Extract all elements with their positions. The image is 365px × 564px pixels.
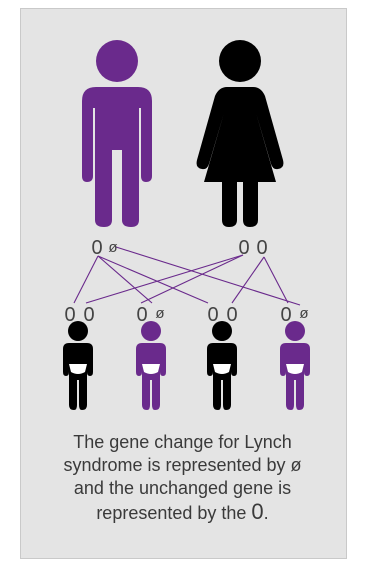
child-4-allele-1: 0 (280, 304, 291, 326)
child-2-allele-2: ø (155, 305, 164, 322)
father-allele-1: 0 (91, 237, 102, 259)
inheritance-line (85, 254, 244, 304)
mother-allele-2: 0 (256, 237, 267, 259)
baby-icon (63, 321, 93, 410)
child-3-allele-1: 0 (207, 304, 218, 326)
inheritance-line (73, 255, 99, 304)
inheritance-line (97, 255, 153, 304)
caption-line-4-prefix: represented by the (96, 503, 252, 523)
child-1-allele-2: 0 (83, 304, 94, 326)
inheritance-line (140, 254, 244, 304)
child-1-allele-1: 0 (64, 304, 75, 326)
father-alleles: 0 ø (91, 237, 117, 259)
child-3-alleles: 0 0 (207, 304, 237, 326)
father-allele-2: ø (108, 239, 117, 256)
child-1-alleles: 0 0 (64, 304, 94, 326)
caption-zero-symbol: 0 (251, 499, 264, 524)
man-icon (82, 40, 152, 227)
baby-icon (136, 321, 166, 410)
caption-line-4: represented by the 0. (40, 500, 325, 525)
inheritance-line (97, 255, 209, 304)
inheritance-line (115, 246, 301, 306)
caption-line-3: and the unchanged gene is (73, 478, 292, 498)
woman-icon (196, 40, 284, 227)
baby-icon (280, 321, 310, 410)
inheritance-line (263, 256, 289, 304)
caption-line-4-suffix: . (263, 503, 269, 523)
caption-line-2: syndrome is represented by ø (63, 455, 302, 475)
inheritance-line (231, 256, 265, 304)
caption-line-1: The gene change for Lynch (73, 432, 292, 452)
child-2-alleles: 0 ø (136, 304, 164, 326)
baby-icon (207, 321, 237, 410)
child-2-allele-1: 0 (136, 304, 147, 326)
mother-allele-1: 0 (238, 237, 249, 259)
mother-alleles: 0 0 (238, 237, 267, 259)
inheritance-lines (73, 246, 301, 306)
child-4-alleles: 0 ø (280, 304, 308, 326)
child-4-allele-2: ø (299, 305, 308, 322)
child-3-allele-2: 0 (226, 304, 237, 326)
caption: The gene change for Lynch syndrome is re… (40, 431, 325, 525)
